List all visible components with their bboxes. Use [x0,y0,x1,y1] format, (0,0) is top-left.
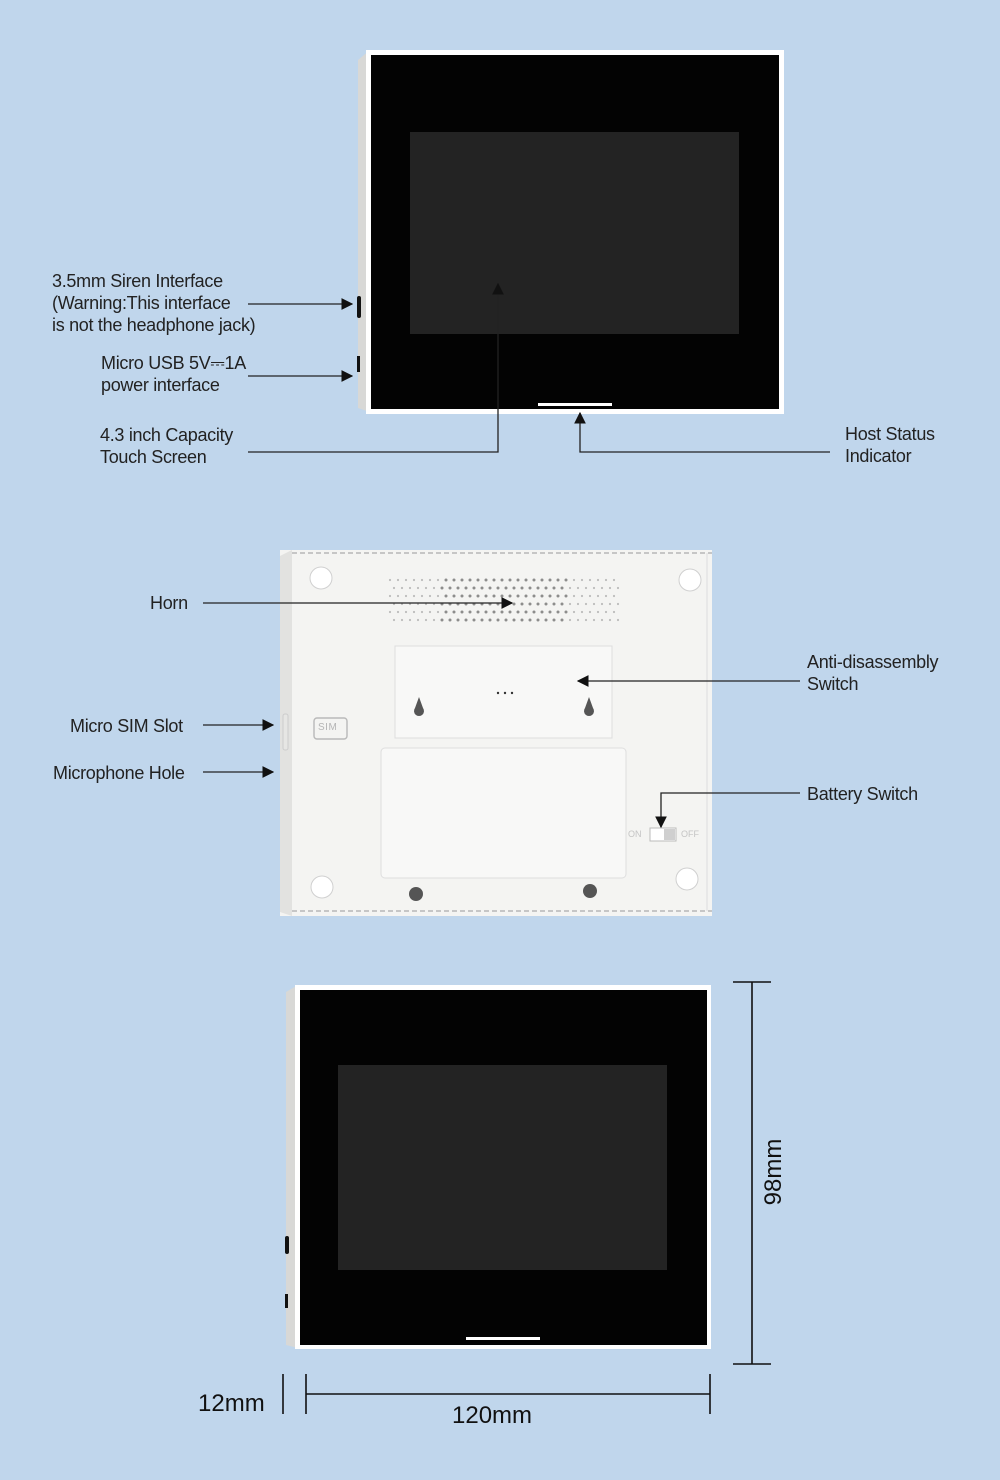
anti-disassembly-label: Anti-disassembly Switch [807,651,939,695]
depth-dimension-label: 12mm [198,1390,265,1417]
front-device [357,50,784,414]
dimension-device [285,985,711,1349]
anti-label-line1: Anti-disassembly [807,652,939,672]
front-screen [410,132,739,334]
touch-screen-label: 4.3 inch Capacity Touch Screen [100,424,233,468]
back-leaders [203,597,800,829]
siren-port [357,296,361,318]
mount-hole-left [414,697,425,716]
anti-label-line2: Switch [807,674,859,694]
status-label-line2: Indicator [845,446,912,466]
status-label-line1: Host Status [845,424,935,444]
siren-label-line1: 3.5mm Siren Interface [52,271,223,291]
screen-label-line2: Touch Screen [100,447,207,467]
horn-grille [388,578,620,622]
siren-label-line2: (Warning:This interface [52,293,231,313]
status-indicator-led [538,403,612,406]
sim-mark-text: SIM [318,722,338,733]
usb-port [357,356,360,372]
switch-off-text: OFF [681,829,699,839]
battery-switch-label: Battery Switch [807,784,918,804]
dimension-lines [282,981,771,1414]
screen-label-line1: 4.3 inch Capacity [100,425,233,445]
usb-power-label: Micro USB 5V⎓1A power interface [101,352,246,396]
height-dimension-label: 98mm [760,1138,787,1206]
host-status-label: Host Status Indicator [845,423,935,467]
siren-label-line3: is not the headphone jack) [52,315,256,335]
sim-icon [313,717,348,740]
mount-hole-right [584,697,594,716]
horn-label: Horn [150,593,188,613]
dim-screen [338,1065,667,1270]
usb-label-line1: Micro USB 5V⎓1A [101,353,246,373]
microphone-hole-label: Microphone Hole [53,763,185,783]
front-leaders [248,282,830,453]
sim-slot-label: Micro SIM Slot [70,716,183,736]
usb-label-line2: power interface [101,375,220,395]
width-dimension-label: 120mm [452,1402,533,1429]
siren-interface-label: 3.5mm Siren Interface (Warning:This inte… [52,270,256,336]
back-device [280,550,712,916]
switch-on-text: ON [628,829,642,839]
